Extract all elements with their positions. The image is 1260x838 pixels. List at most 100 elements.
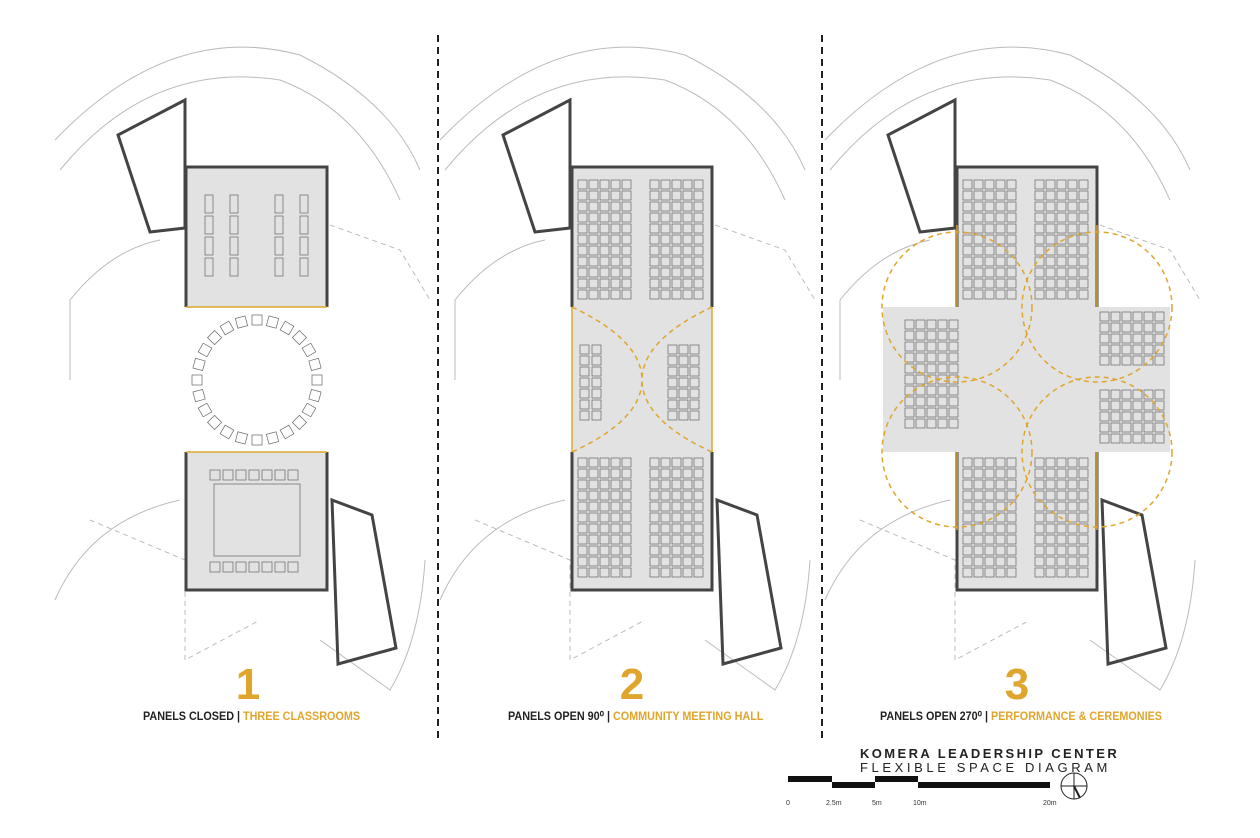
seat — [973, 567, 984, 578]
seat — [962, 256, 973, 267]
seat — [577, 234, 588, 245]
seat — [1154, 344, 1165, 355]
seat — [1154, 422, 1165, 433]
seat — [588, 545, 599, 556]
seat — [1067, 512, 1078, 523]
seat — [1143, 322, 1154, 333]
seat — [660, 256, 671, 267]
seat — [1056, 190, 1067, 201]
seat — [599, 501, 610, 512]
seat — [1006, 567, 1017, 578]
seat — [962, 190, 973, 201]
panel-swing-arc — [1021, 376, 1173, 528]
site-curve — [824, 46, 1191, 171]
seat — [621, 501, 632, 512]
seat — [1006, 256, 1017, 267]
seat — [577, 567, 588, 578]
seat — [1056, 501, 1067, 512]
seat — [1121, 355, 1132, 366]
seat — [1045, 190, 1056, 201]
seat — [599, 190, 610, 201]
seat — [610, 512, 621, 523]
seat — [671, 556, 682, 567]
seat — [621, 512, 632, 523]
seat — [948, 385, 959, 396]
seat — [1056, 234, 1067, 245]
seat — [671, 501, 682, 512]
site-lines — [54, 46, 1201, 691]
seat — [610, 457, 621, 468]
seat — [1006, 468, 1017, 479]
seat — [1056, 556, 1067, 567]
seat — [926, 330, 937, 341]
seat — [1006, 201, 1017, 212]
seat — [1143, 389, 1154, 400]
seat — [1078, 490, 1089, 501]
desk — [299, 215, 309, 235]
panel-swing-arc — [1021, 231, 1173, 383]
seat — [973, 190, 984, 201]
seat — [1056, 523, 1067, 534]
seat — [577, 545, 588, 556]
seat — [984, 490, 995, 501]
seat — [937, 407, 948, 418]
seat — [1056, 457, 1067, 468]
seat — [649, 223, 660, 234]
seat — [1121, 344, 1132, 355]
seat — [973, 223, 984, 234]
seat — [610, 278, 621, 289]
seat — [1045, 201, 1056, 212]
seat — [926, 319, 937, 330]
diagram-subtitle: FLEXIBLE SPACE DIAGRAM — [860, 760, 1111, 775]
seat — [621, 278, 632, 289]
seat — [1006, 212, 1017, 223]
seat — [1056, 223, 1067, 234]
seat — [995, 190, 1006, 201]
seat — [904, 341, 915, 352]
seat — [1132, 355, 1143, 366]
seat — [678, 388, 689, 399]
seat — [591, 344, 602, 355]
site-curve — [1089, 559, 1196, 691]
seat — [660, 479, 671, 490]
seat — [621, 201, 632, 212]
seat — [948, 352, 959, 363]
seat — [904, 330, 915, 341]
seat — [577, 278, 588, 289]
seat — [926, 363, 937, 374]
seat — [973, 457, 984, 468]
seat — [579, 366, 590, 377]
seat — [1110, 311, 1121, 322]
seat — [599, 479, 610, 490]
seat — [1110, 333, 1121, 344]
seat — [1121, 389, 1132, 400]
seat — [693, 523, 704, 534]
seat — [649, 556, 660, 567]
seat — [1045, 234, 1056, 245]
seat — [660, 267, 671, 278]
chair — [219, 424, 235, 440]
seat — [1034, 289, 1045, 300]
seat — [693, 567, 704, 578]
seat — [599, 245, 610, 256]
chair — [301, 342, 317, 358]
seat — [671, 190, 682, 201]
seat — [621, 289, 632, 300]
caption: PANELS OPEN 90⁰ | COMMUNITY MEETING HALL — [508, 709, 763, 723]
seat — [1045, 212, 1056, 223]
furniture — [191, 179, 1165, 578]
seat — [682, 223, 693, 234]
desk — [299, 257, 309, 277]
seat — [1045, 512, 1056, 523]
seat — [962, 501, 973, 512]
seat — [577, 201, 588, 212]
seat — [682, 267, 693, 278]
seat — [671, 479, 682, 490]
seat — [995, 534, 1006, 545]
seat — [973, 201, 984, 212]
seat — [577, 256, 588, 267]
seat — [1034, 256, 1045, 267]
seat — [599, 267, 610, 278]
seat — [649, 457, 660, 468]
seat — [610, 234, 621, 245]
